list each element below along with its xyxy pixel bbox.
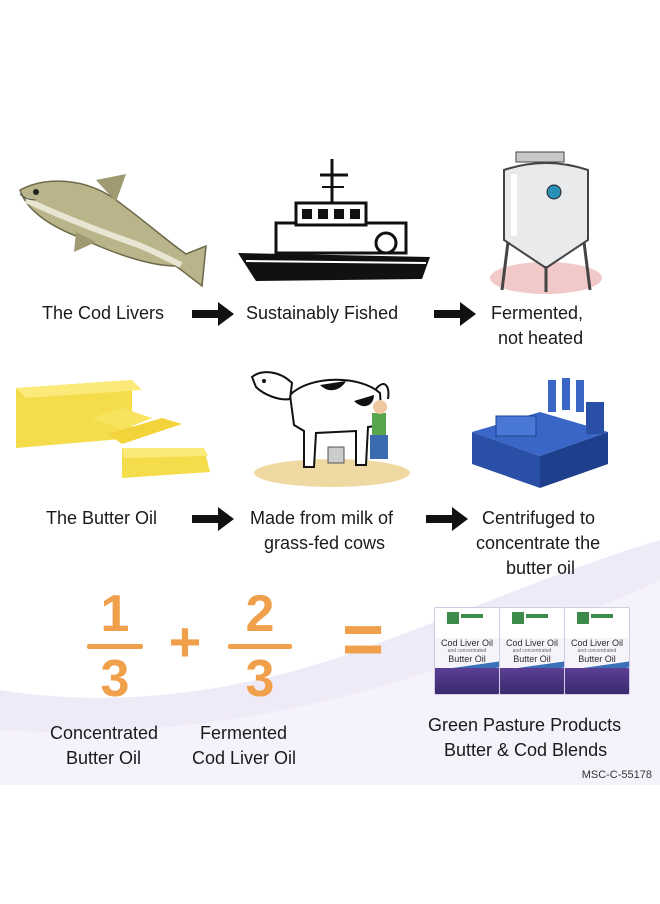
fermentation-tank-illustration (490, 151, 602, 294)
fraction-two-thirds: 2 3 (224, 586, 296, 707)
label-milk-line1: Made from milk of (250, 508, 394, 528)
label-cod-livers: The Cod Livers (42, 303, 165, 323)
centrifuge-machine-illustration (472, 378, 608, 488)
product-box-line4: Butter Oil (513, 654, 551, 664)
arrow-right-icon (434, 302, 476, 326)
product-box-line2: Cod Liver Oil (440, 638, 494, 648)
product-box: fermented Cod Liver Oil and concentrated… (434, 607, 500, 695)
label-centrifuged-line2: concentrate the (476, 533, 601, 553)
fraction-bar (228, 644, 292, 649)
background-swoosh (0, 540, 660, 785)
arrow-right-icon (426, 507, 468, 531)
product-box: fermented Cod Liver Oil and concentrated… (564, 607, 630, 695)
label-green-pasture-line2: Butter & Cod Blends (444, 740, 608, 760)
fraction-denominator: 3 (245, 650, 275, 708)
label-concentrated-line2: Butter Oil (66, 748, 142, 768)
fraction-one-third: 1 3 (84, 586, 146, 707)
cod-fish-illustration (19, 174, 207, 288)
label-fermented-line2: not heated (498, 328, 584, 348)
fraction-bar (87, 644, 143, 649)
label-butter-oil: The Butter Oil (46, 508, 158, 528)
product-box-line3: and concentrated (512, 648, 552, 654)
label-fermented-cod-line1: Fermented (200, 723, 288, 743)
product-box-line3: and concentrated (447, 648, 487, 654)
fraction-numerator: 1 (100, 585, 130, 643)
butter-block-illustration (16, 380, 210, 478)
label-milk-line2: grass-fed cows (264, 533, 386, 553)
product-box-line2: Cod Liver Oil (570, 638, 624, 648)
label-green-pasture-line1: Green Pasture Products (428, 715, 622, 735)
product-box-line4: Butter Oil (448, 654, 486, 664)
label-fermented-cod-line2: Cod Liver Oil (192, 748, 297, 768)
equals-sign: = (341, 600, 385, 680)
plus-sign: + (168, 610, 202, 673)
product-box-line2: Cod Liver Oil (505, 638, 559, 648)
fraction-numerator: 2 (245, 585, 275, 643)
product-box: fermented Cod Liver Oil and concentrated… (499, 607, 565, 695)
label-fermented-line1: Fermented, (491, 303, 584, 323)
product-box-line4: Butter Oil (578, 654, 616, 664)
arrow-right-icon (192, 507, 234, 531)
arrow-right-icon (192, 302, 234, 326)
cow-milking-illustration (250, 371, 410, 487)
label-concentrated-line1: Concentrated (50, 723, 159, 743)
fraction-denominator: 3 (100, 650, 130, 708)
product-box-line3: and concentrated (577, 648, 617, 654)
product-code: MSC-C-55178 (581, 769, 652, 781)
label-centrifuged-line1: Centrifuged to (482, 508, 596, 528)
label-sustainably-fished: Sustainably Fished (246, 303, 399, 323)
fishing-boat-illustration (238, 159, 430, 281)
label-centrifuged-line3: butter oil (506, 558, 576, 578)
